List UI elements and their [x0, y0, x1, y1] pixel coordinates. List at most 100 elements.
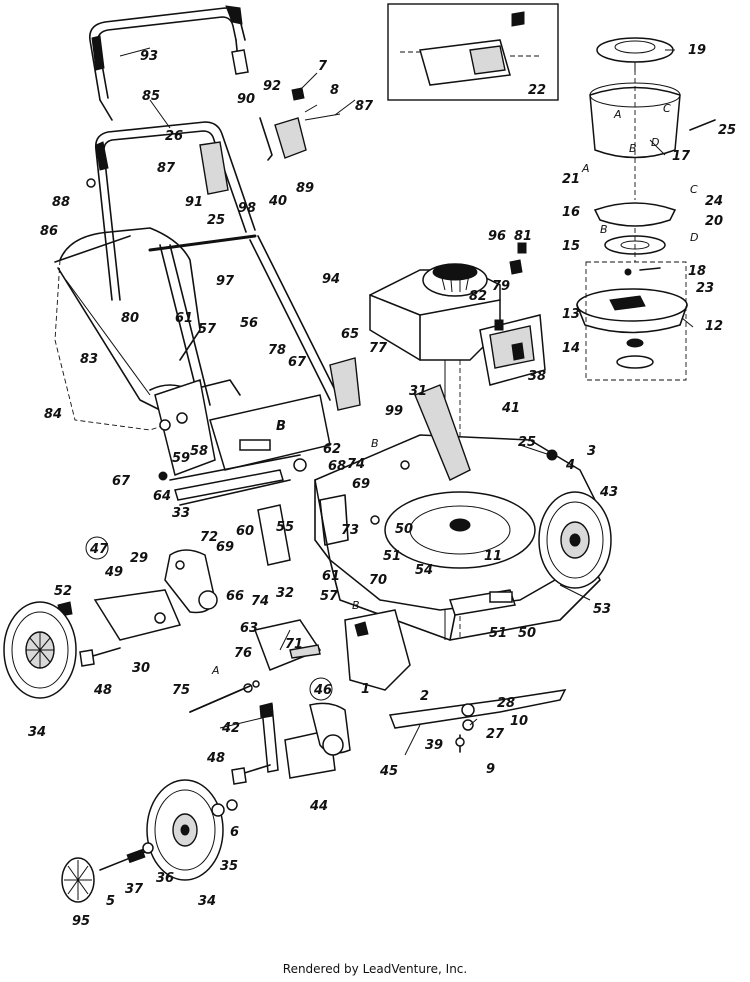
- callout: 5: [106, 894, 115, 909]
- callout: 96: [488, 229, 506, 244]
- callout: 41: [501, 401, 520, 416]
- callout: 49: [104, 565, 123, 580]
- callout: 50: [518, 626, 536, 641]
- callout: 43: [599, 485, 618, 500]
- callout: 89: [296, 181, 314, 196]
- callout: 27: [486, 727, 505, 742]
- callout: B: [276, 419, 286, 434]
- callout: 66: [226, 589, 244, 604]
- callout: 8: [330, 83, 339, 98]
- callout: 31: [409, 384, 427, 399]
- callout: 51: [489, 626, 507, 641]
- callout: 72: [200, 530, 218, 545]
- callout: 2: [420, 689, 429, 704]
- callout: 73: [341, 523, 359, 538]
- callout: 44: [309, 799, 328, 814]
- rear-left-wheel: [3, 601, 77, 699]
- callout: 45: [379, 764, 398, 779]
- handle-mounting-plate: [154, 357, 361, 506]
- callout: 10: [510, 714, 528, 729]
- callout: 57: [198, 322, 217, 337]
- callout: 29: [130, 551, 148, 566]
- callout: 40: [268, 194, 287, 209]
- callout: 64: [153, 489, 171, 504]
- callout: B: [371, 437, 379, 450]
- callout: 37: [125, 882, 144, 897]
- callout: 20: [705, 214, 723, 229]
- callout: 56: [240, 316, 258, 331]
- hubcap: [61, 857, 95, 903]
- callout: 19: [688, 43, 706, 58]
- starter-assembly: [576, 37, 716, 381]
- leader-lines: [119, 47, 694, 756]
- callout: 32: [276, 586, 294, 601]
- callout: 21: [562, 172, 580, 187]
- callout: 69: [216, 540, 234, 555]
- callout: 46: [313, 683, 332, 698]
- callout: 42: [221, 721, 240, 736]
- callout: 68: [328, 459, 346, 474]
- callout: 74: [251, 594, 269, 609]
- callout: 9: [486, 762, 495, 777]
- callout: 30: [132, 661, 150, 676]
- callout: 50: [395, 522, 413, 537]
- rear-deflector: [253, 504, 411, 691]
- circled-callout-ring: [309, 677, 333, 701]
- callout: 75: [172, 683, 190, 698]
- callout: 81: [514, 229, 532, 244]
- lower-handle: [94, 121, 339, 406]
- callout: 87: [157, 161, 176, 176]
- callout: 25: [518, 435, 536, 450]
- callout: B: [352, 599, 360, 612]
- callout: 65: [341, 327, 359, 342]
- callout: 60: [236, 524, 254, 539]
- callout: 58: [190, 444, 208, 459]
- callout: 78: [268, 343, 286, 358]
- callout: 25: [718, 123, 736, 138]
- callout: 23: [696, 281, 714, 296]
- callout: 14: [562, 341, 580, 356]
- callout: 74: [347, 457, 365, 472]
- footer-credit: Rendered by LeadVenture, Inc.: [282, 962, 468, 976]
- callout: 90: [237, 92, 255, 107]
- callout-labels: 93 85 7 8 87 92 90 26 87 91 89 40 25 98 …: [28, 43, 736, 929]
- callout: 39: [425, 738, 443, 753]
- callout: C: [690, 183, 698, 196]
- rod: [189, 685, 251, 713]
- callout: 70: [369, 573, 387, 588]
- callout: 61: [175, 311, 193, 326]
- callout: 36: [156, 871, 174, 886]
- callout: B: [600, 223, 608, 236]
- axle-hardware: [79, 647, 271, 871]
- callout: 38: [528, 369, 546, 384]
- callout: 95: [72, 914, 90, 929]
- callout: 99: [385, 404, 403, 419]
- callout: 11: [484, 549, 502, 564]
- callout: 7: [318, 59, 328, 74]
- callout: 71: [285, 637, 303, 652]
- front-height-adjuster: [189, 680, 351, 779]
- callout: 51: [383, 549, 401, 564]
- callout: 61: [322, 569, 340, 584]
- callout: C: [663, 102, 671, 115]
- callout: 34: [28, 725, 46, 740]
- callout: 93: [140, 49, 158, 64]
- callout: 62: [323, 442, 341, 457]
- height-adjuster: [57, 549, 218, 641]
- callout: 22: [528, 83, 546, 98]
- callout: D: [651, 136, 659, 149]
- callout: A: [581, 162, 590, 175]
- callout: 87: [355, 99, 374, 114]
- callout: 76: [234, 646, 252, 661]
- callout: 85: [142, 89, 160, 104]
- callout: 84: [44, 407, 62, 422]
- callout: 91: [185, 195, 203, 210]
- callout: 15: [562, 239, 580, 254]
- callout: 16: [562, 205, 580, 220]
- callout: 12: [705, 319, 723, 334]
- callout: 77: [369, 341, 388, 356]
- callout: 35: [220, 859, 238, 874]
- callout: 25: [207, 213, 225, 228]
- callout: 4: [565, 458, 575, 473]
- callout: 28: [497, 696, 515, 711]
